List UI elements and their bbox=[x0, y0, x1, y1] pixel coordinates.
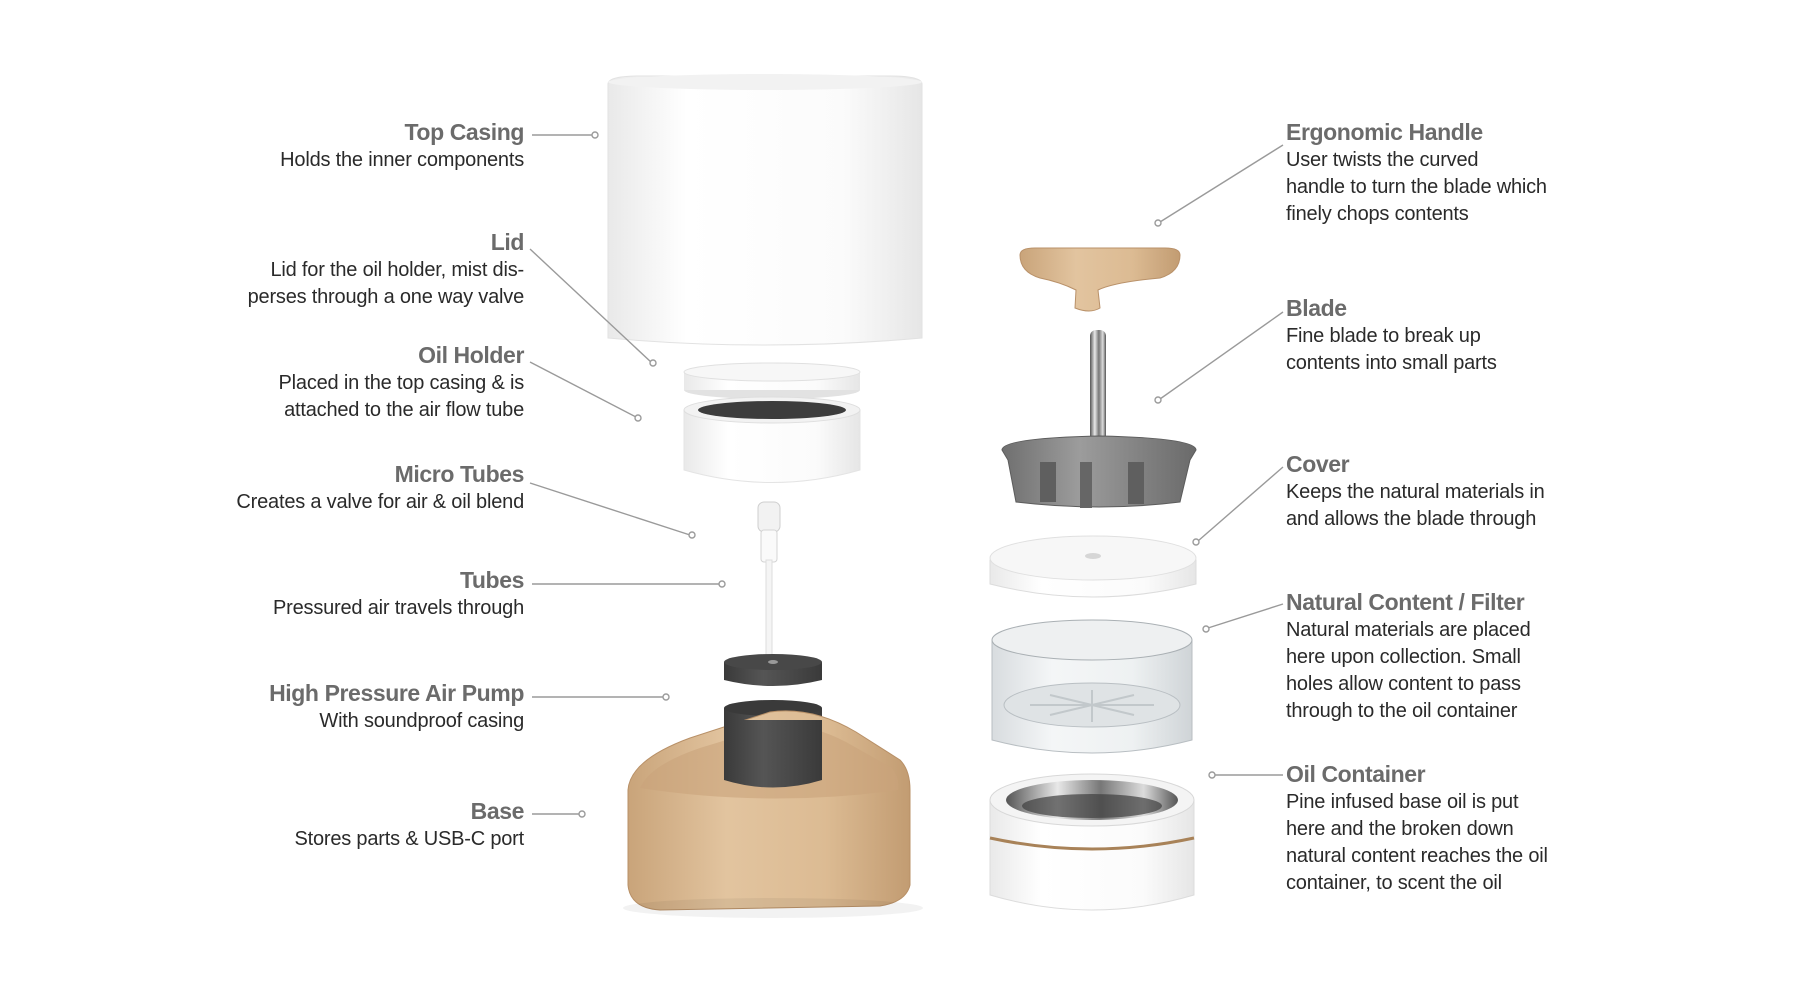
label-air-pump: High Pressure Air Pump With soundproof c… bbox=[164, 679, 524, 735]
cover-part bbox=[989, 535, 1197, 598]
label-base: Base Stores parts & USB-C port bbox=[164, 797, 524, 853]
label-natural-content-filter: Natural Content / Filter Natural materia… bbox=[1286, 588, 1646, 725]
label-description: Stores parts & USB-C port bbox=[294, 828, 524, 850]
tube-part bbox=[765, 559, 773, 661]
label-micro-tubes: Micro Tubes Creates a valve for air & oi… bbox=[124, 460, 524, 516]
base-part bbox=[623, 710, 923, 918]
micro-tube-part bbox=[757, 501, 781, 563]
oil-holder-part bbox=[683, 396, 861, 483]
label-oil-holder: Oil Holder Placed in the top casing & is… bbox=[164, 341, 525, 424]
label-title: Cover bbox=[1286, 451, 1350, 477]
label-description: Holds the inner components bbox=[280, 149, 524, 171]
label-title: Oil Holder bbox=[418, 342, 524, 368]
label-title: Base bbox=[470, 798, 525, 824]
label-description: Pressured air travels through bbox=[273, 597, 524, 619]
pump-cap-part bbox=[724, 654, 822, 686]
top-casing-part bbox=[607, 74, 923, 346]
label-title: Oil Container bbox=[1286, 761, 1426, 787]
label-description: Lid for the oil holder, mist dis-perses … bbox=[247, 259, 525, 308]
label-title: Blade bbox=[1286, 295, 1347, 321]
lid-part bbox=[683, 362, 861, 399]
label-title: High Pressure Air Pump bbox=[269, 680, 524, 706]
filter-part bbox=[991, 619, 1193, 754]
leader-lines bbox=[529, 131, 1284, 818]
label-title: Lid bbox=[490, 229, 525, 255]
label-tubes: Tubes Pressured air travels through bbox=[164, 566, 524, 622]
label-oil-container: Oil Container Pine infused base oil is p… bbox=[1286, 760, 1616, 897]
blade-shaft-part bbox=[1090, 330, 1106, 460]
blade-part bbox=[1001, 435, 1197, 508]
label-description: Creates a valve for air & oil blend bbox=[236, 491, 524, 513]
oil-container-part bbox=[989, 773, 1195, 911]
label-title: Natural Content / Filter bbox=[1286, 589, 1525, 615]
label-title: Tubes bbox=[459, 567, 524, 593]
label-title: Micro Tubes bbox=[394, 461, 525, 487]
label-title: Top Casing bbox=[404, 119, 524, 145]
label-description: With soundproof casing bbox=[319, 710, 524, 732]
label-title: Ergonomic Handle bbox=[1286, 119, 1483, 145]
label-top-casing: Top Casing Holds the inner components bbox=[164, 118, 524, 174]
handle-part bbox=[1019, 247, 1181, 312]
label-lid: Lid Lid for the oil holder, mist dis-per… bbox=[164, 228, 525, 311]
